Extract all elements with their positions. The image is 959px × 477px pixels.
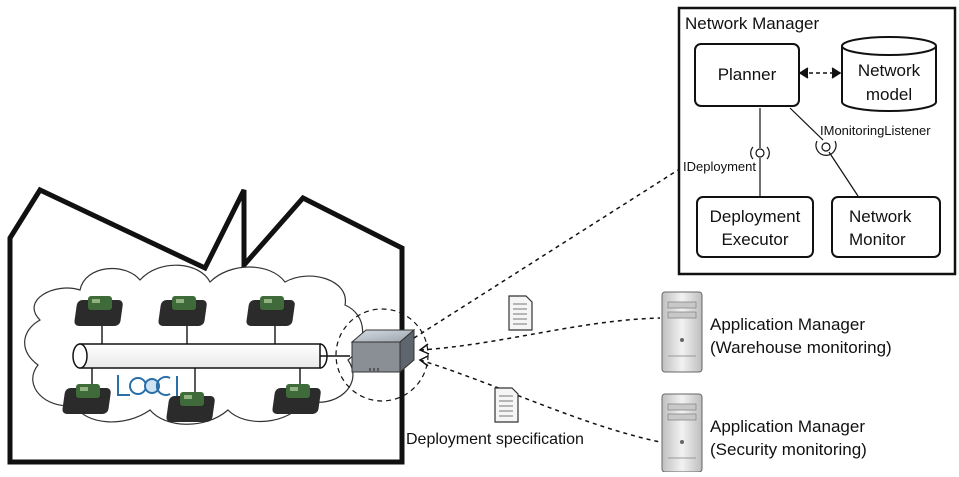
- network-manager-title: Network Manager: [685, 14, 820, 33]
- planner-box: [694, 43, 800, 107]
- ideployment-label: IDeployment: [683, 159, 756, 174]
- sensor-node: [158, 296, 207, 326]
- imonitoringlistener-label: IMonitoringListener: [820, 123, 931, 138]
- sensor-node: [62, 384, 111, 414]
- network-model-label-line2: model: [866, 85, 912, 104]
- deployment-executor-label-line2: Executor: [721, 230, 788, 249]
- network-monitor-label-line1: Network: [849, 207, 912, 226]
- planner-label: Planner: [718, 65, 777, 84]
- app-manager-warehouse-title: Application Manager: [710, 315, 865, 334]
- gateway-device: [350, 328, 416, 374]
- network-monitor-box: [831, 196, 941, 258]
- arrowheads: [418, 343, 430, 367]
- sensor-node: [74, 296, 123, 326]
- interface-sockets: [750, 140, 837, 160]
- document-icon: [508, 295, 533, 331]
- deployment-executor-label-line1: Deployment: [710, 207, 801, 226]
- deployment-executor-box: [696, 196, 814, 258]
- app-manager-security-subtitle: (Security monitoring): [710, 440, 867, 459]
- server-icon: [661, 393, 703, 473]
- dashed-links: [413, 169, 679, 443]
- network-bus: [72, 343, 350, 369]
- document-icon: [494, 387, 519, 423]
- app-manager-warehouse-subtitle: (Warehouse monitoring): [710, 338, 892, 357]
- sensor-node: [272, 384, 321, 414]
- sensor-node: [246, 296, 295, 326]
- network-monitor-label-line2: Monitor: [849, 230, 906, 249]
- looci-logo: [117, 375, 178, 396]
- building-outline: [7, 186, 405, 465]
- app-manager-security-title: Application Manager: [710, 417, 865, 436]
- deployment-spec-label: Deployment specification: [406, 431, 584, 448]
- internal-connectors: [759, 107, 859, 197]
- server-icon: [661, 291, 703, 373]
- network-model-cylinder: [841, 36, 937, 112]
- sensor-node: [166, 392, 215, 422]
- gateway-highlight: [335, 308, 429, 402]
- network-model-label-line1: Network: [858, 61, 921, 80]
